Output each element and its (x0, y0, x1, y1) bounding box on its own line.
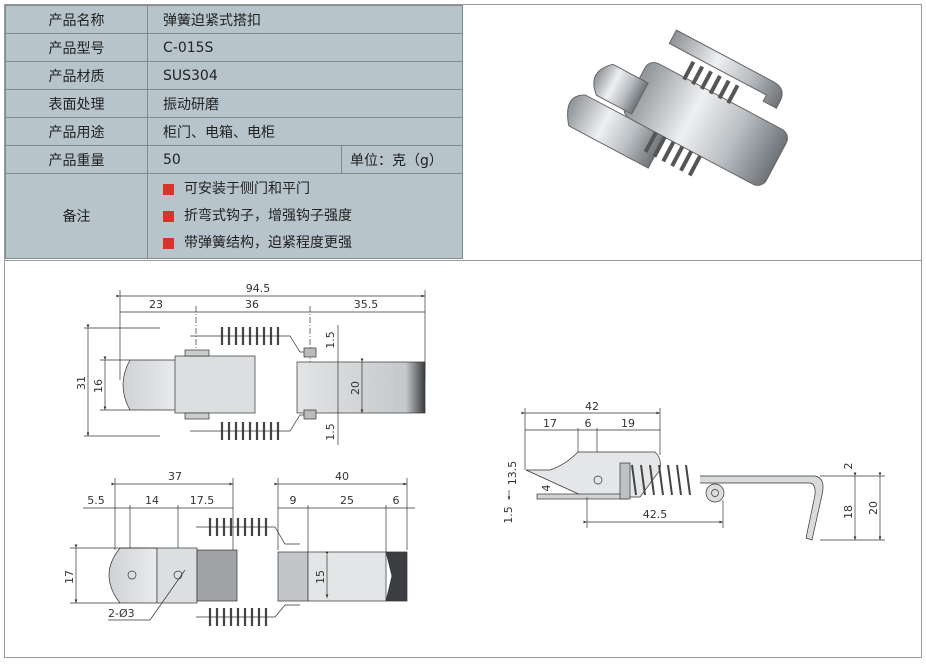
dim-label: 25 (340, 494, 354, 507)
dim-label: 20 (867, 501, 880, 515)
table-row-notes: 备注 可安装于侧门和平门 折弯式钩子，增强钩子强度 带弹簧结构，迫紧程度更强 (5, 173, 463, 259)
bullet-icon (163, 210, 174, 222)
dim-label: 17.5 (190, 494, 215, 507)
dim-label: 31 (75, 376, 88, 390)
top-view (84, 290, 426, 445)
table-row: 表面处理振动研磨 (5, 89, 463, 118)
dim-label: 4 (540, 485, 553, 492)
dim-label: 15 (314, 570, 327, 584)
page-frame (4, 4, 922, 658)
dim-label: 14 (145, 494, 159, 507)
notes-list: 可安装于侧门和平门 折弯式钩子，增强钩子强度 带弹簧结构，迫紧程度更强 (147, 173, 463, 259)
note-text: 可安装于侧门和平门 (184, 180, 310, 197)
dim-label: 94.5 (246, 282, 271, 295)
note-text: 折弯式钩子，增强钩子强度 (184, 207, 352, 224)
dim-label: 6 (585, 417, 592, 430)
row-label: 产品重量 (5, 145, 148, 174)
side-view (507, 408, 885, 541)
row-label: 产品名称 (5, 5, 148, 34)
row-label: 产品型号 (5, 33, 148, 62)
dim-label: 5.5 (87, 494, 105, 507)
note-text: 带弹簧结构，迫紧程度更强 (184, 234, 352, 251)
dim-label: 2 (842, 463, 855, 470)
row-value: 柜门、电箱、电柜 (147, 117, 463, 146)
row-value: 振动研磨 (147, 89, 463, 118)
dim-label: 16 (92, 379, 105, 393)
dim-label: 20 (349, 381, 362, 395)
row-label: 产品用途 (5, 117, 148, 146)
dim-label: 19 (621, 417, 635, 430)
row-label: 表面处理 (5, 89, 148, 118)
bottom-view (70, 478, 415, 626)
dim-label: 6 (393, 494, 400, 507)
hole-callout: 2-Ø3 (108, 607, 135, 620)
row-value: C-015S (147, 33, 463, 62)
table-row: 产品名称弹簧迫紧式搭扣 (5, 5, 463, 34)
dim-label: 1.5 (502, 506, 515, 524)
note-item: 带弹簧结构，迫紧程度更强 (163, 230, 462, 257)
dim-label: 1.5 (324, 423, 337, 441)
section-divider (5, 260, 921, 261)
dim-label: 1.5 (324, 331, 337, 349)
notes-label: 备注 (5, 173, 148, 259)
row-value: 弹簧迫紧式搭扣 (147, 5, 463, 34)
bullet-icon (163, 183, 174, 195)
dim-label: 17 (63, 570, 76, 584)
bullet-icon (163, 237, 174, 249)
note-item: 可安装于侧门和平门 (163, 176, 462, 203)
table-row: 产品用途柜门、电箱、电柜 (5, 117, 463, 146)
dim-label: 37 (168, 470, 182, 483)
dim-label: 23 (149, 298, 163, 311)
row-value: 50 (147, 145, 342, 174)
dim-label: 42 (585, 400, 599, 413)
note-item: 折弯式钩子，增强钩子强度 (163, 203, 462, 230)
dim-label: 40 (335, 470, 349, 483)
dim-label: 13.5 (506, 461, 519, 486)
product-photo (567, 29, 788, 186)
dim-label: 9 (290, 494, 297, 507)
weight-unit: 单位：克（g） (341, 145, 463, 174)
row-label: 产品材质 (5, 61, 148, 90)
dim-label: 42.5 (643, 508, 668, 521)
dim-label: 18 (842, 505, 855, 519)
dim-label: 17 (543, 417, 557, 430)
technical-drawings: 94.5 23 36 35.5 31 16 20 1.5 1.5 37 5.5 … (63, 282, 885, 626)
row-value: SUS304 (147, 61, 463, 90)
dim-label: 35.5 (354, 298, 379, 311)
dim-label: 36 (245, 298, 259, 311)
